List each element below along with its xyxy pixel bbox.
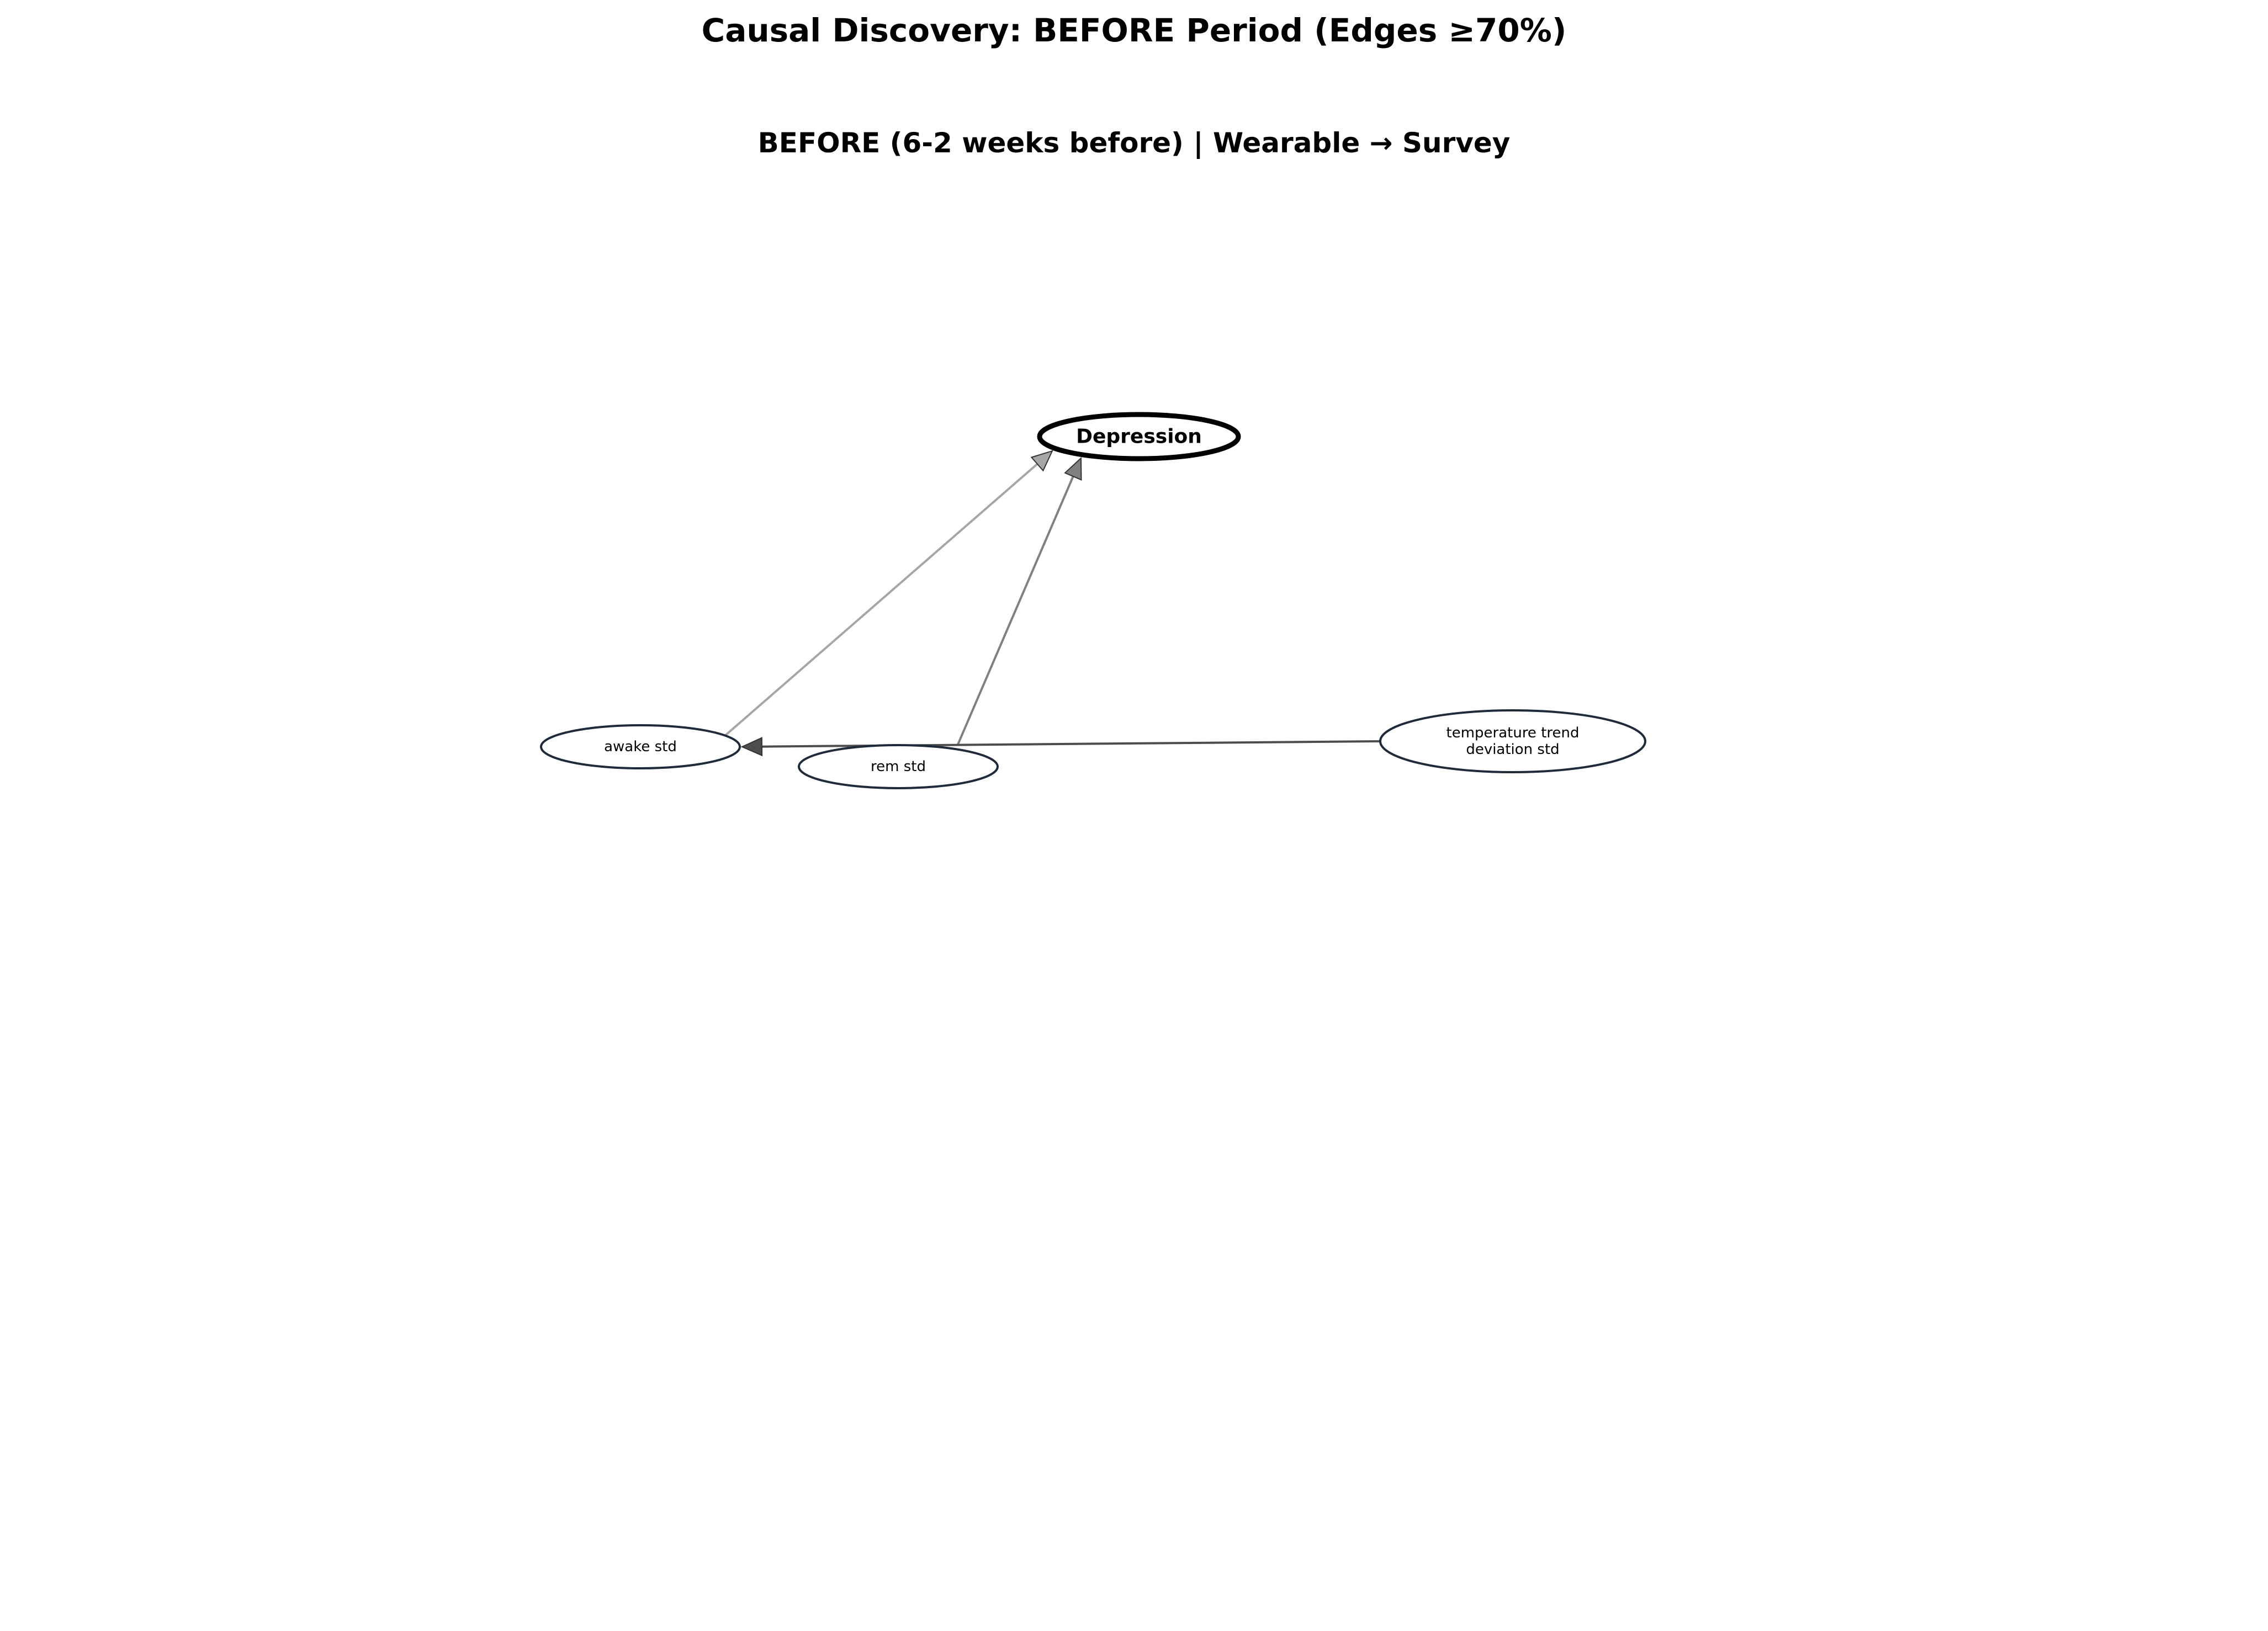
edge-line — [956, 476, 1074, 746]
edge-line — [761, 740, 1381, 748]
node-ellipse — [798, 744, 999, 789]
node-label: temperature trend — [1446, 725, 1580, 741]
arrowhead-icon — [740, 737, 763, 757]
figure-title: Causal Discovery: BEFORE Period (Edges ≥… — [701, 12, 1567, 49]
node-ellipse — [1379, 709, 1646, 773]
node-label: deviation std — [1466, 741, 1559, 758]
edge-awake-std-to-depression — [724, 450, 1053, 737]
node-label: rem std — [871, 758, 926, 775]
edge-line — [724, 463, 1038, 737]
node-label: awake std — [604, 739, 677, 755]
node-depression: Depression — [1037, 412, 1241, 461]
edge-rem-std-to-depression — [956, 456, 1082, 746]
node-ellipse — [540, 724, 741, 769]
node-awake-std: awake std — [540, 724, 741, 769]
node-label: Depression — [1076, 426, 1202, 448]
panel-title: BEFORE (6-2 weeks before) | Wearable → S… — [757, 127, 1511, 159]
node-ellipse — [1037, 412, 1241, 461]
edges-layer — [724, 450, 1381, 757]
arrowhead-icon — [1030, 450, 1053, 472]
nodes-layer: Depression awake std rem std temperature tr… — [540, 412, 1646, 789]
node-rem-std: rem std — [798, 744, 999, 789]
arrowhead-icon — [1064, 456, 1082, 481]
